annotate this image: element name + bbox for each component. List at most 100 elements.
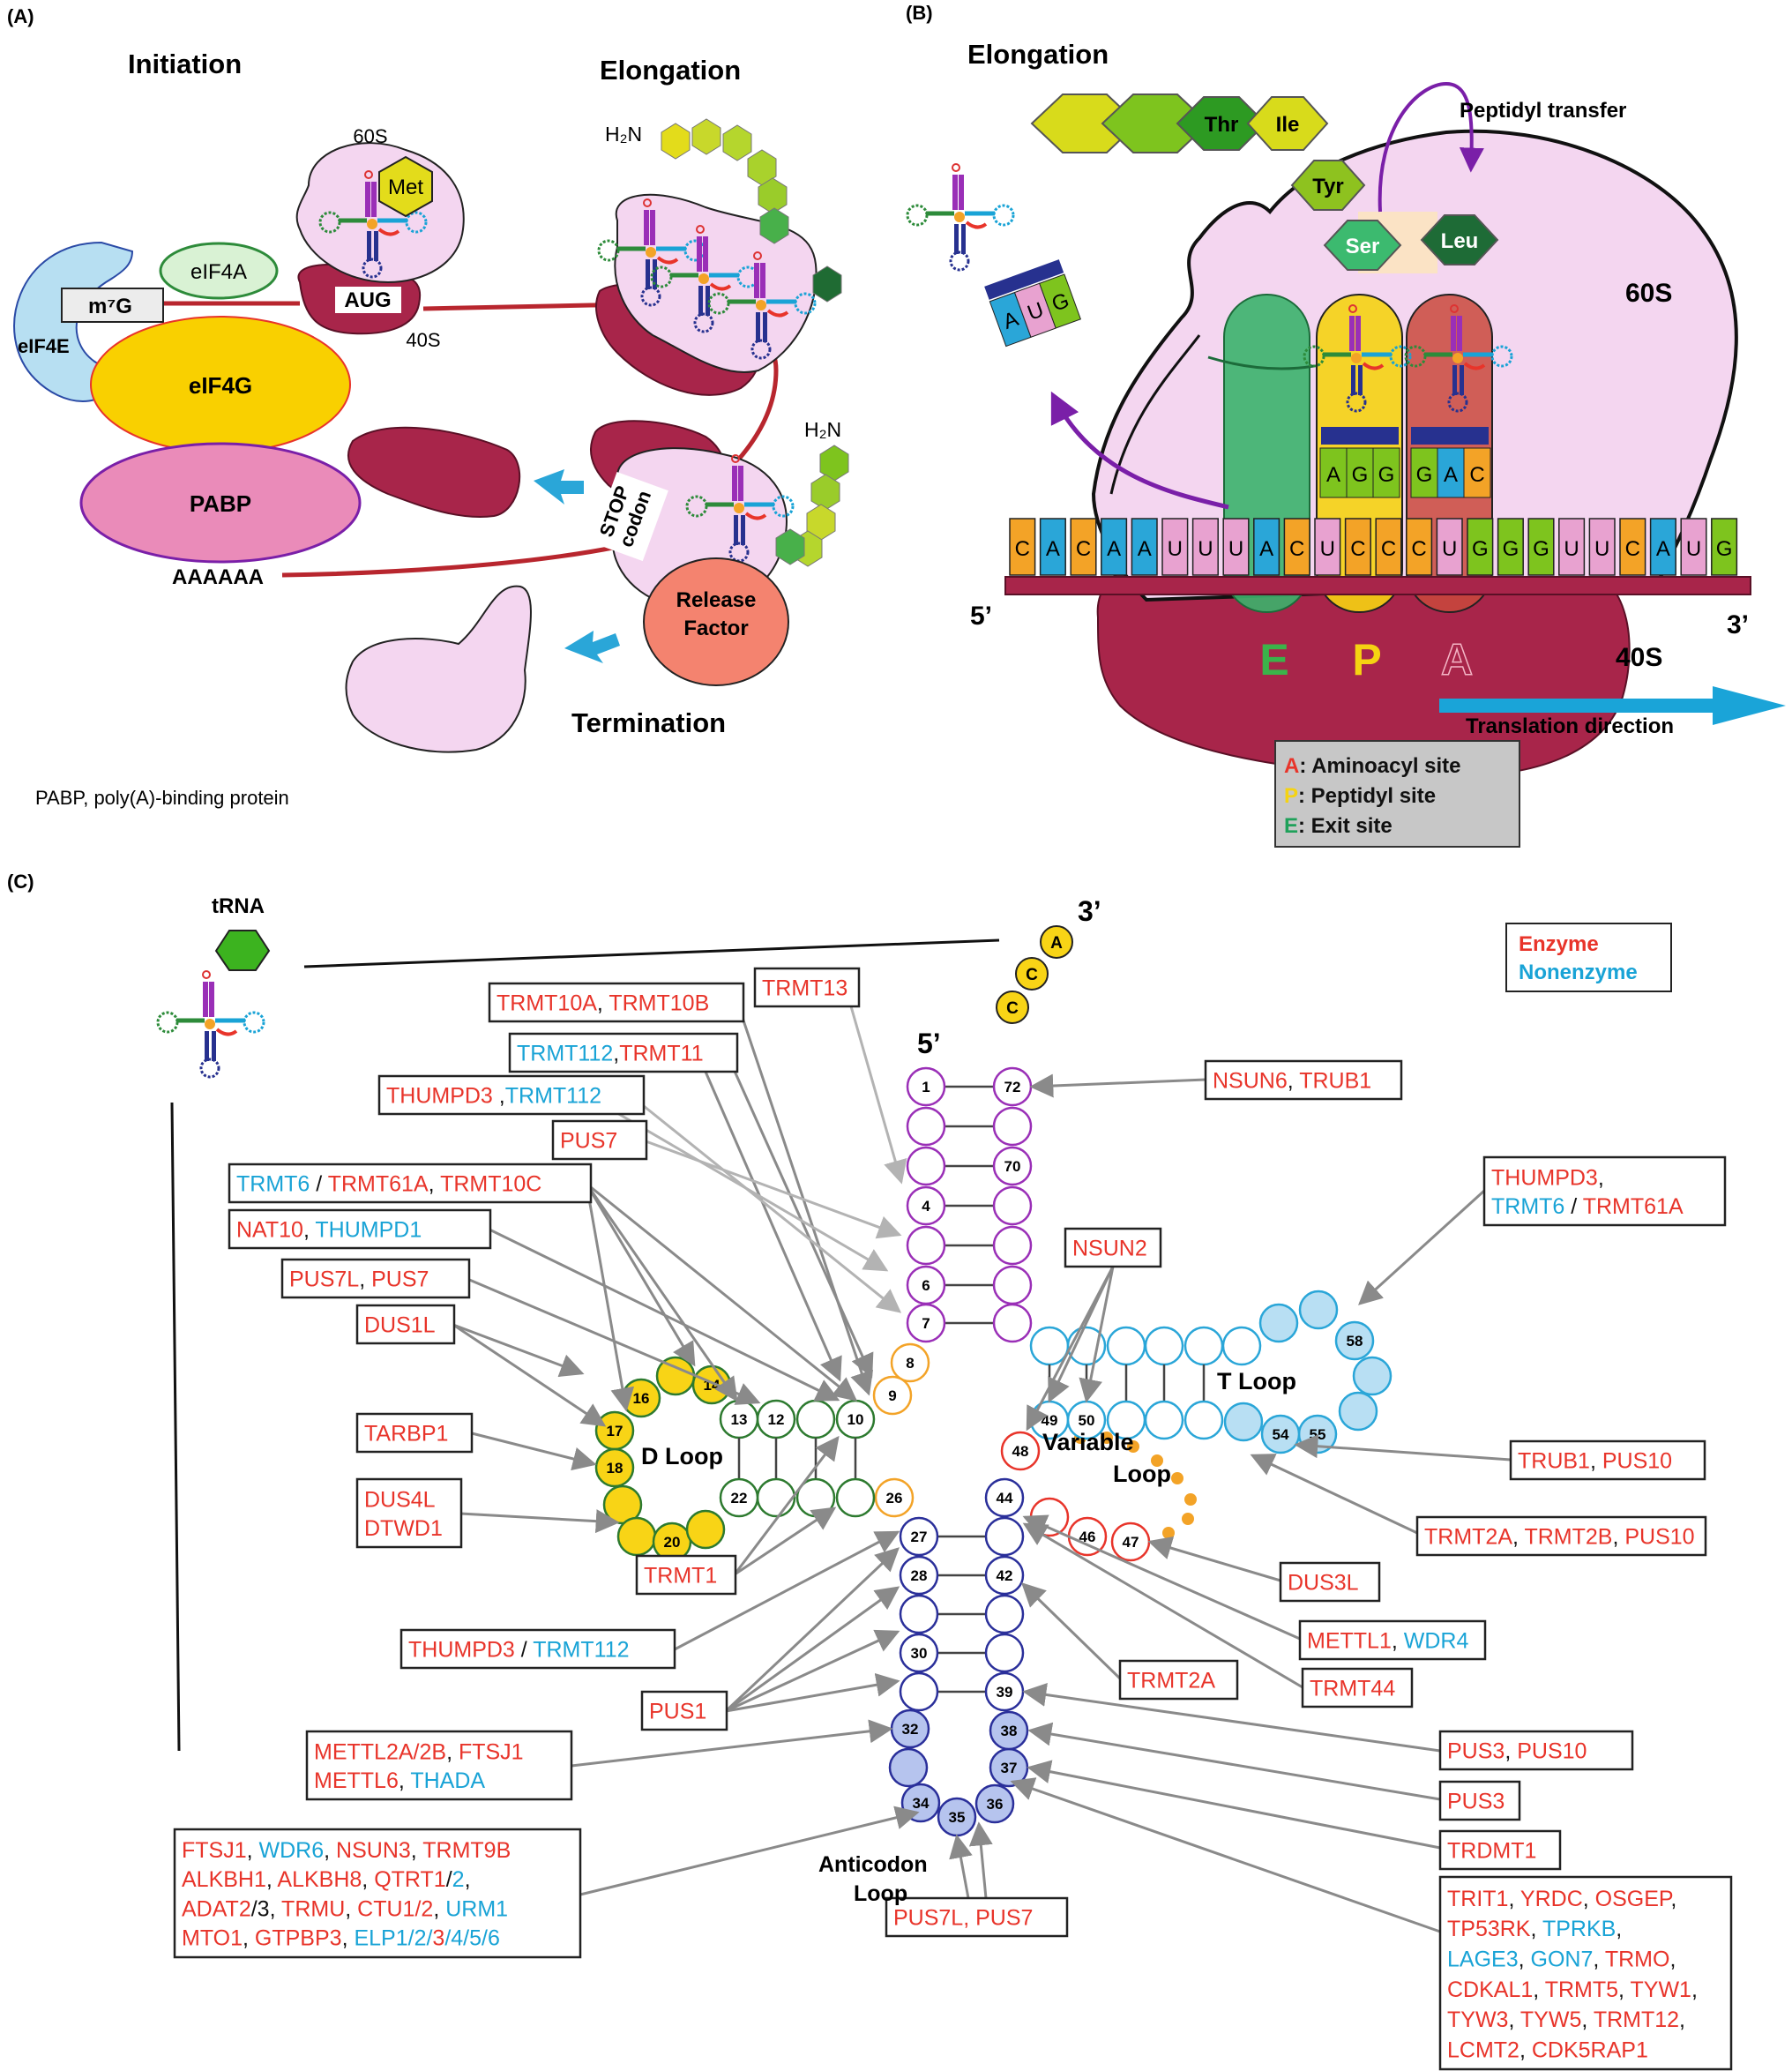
- mrna-base-letter: G: [1503, 537, 1519, 561]
- nucleotide-circle: [1298, 1290, 1339, 1330]
- modification-box-frame: [551, 1119, 648, 1161]
- modification-box-line: DUS1L: [364, 1313, 436, 1338]
- modification-arrow: [487, 1227, 840, 1402]
- modification-arrow: [949, 1834, 973, 1899]
- nucleotide-47: 47: [1110, 1521, 1151, 1562]
- site-p-letter: P: [1352, 635, 1381, 684]
- modification-name: ,: [1508, 1887, 1519, 1911]
- legend-enzyme: Enzyme: [1519, 932, 1599, 956]
- modification-name: LAGE3: [1447, 1947, 1519, 1971]
- variable-loop-dot: [1184, 1493, 1197, 1506]
- acceptor-stem-5-nt: [906, 1225, 946, 1266]
- modification-name: TRMT61A: [1583, 1194, 1684, 1219]
- modification-name: LCMT2: [1447, 2037, 1519, 2062]
- modification-arrow: [1048, 1266, 1115, 1403]
- nucleotide-circle: [984, 1633, 1025, 1673]
- translation-direction-arrow: [1439, 686, 1786, 725]
- mrna-base-letter: C: [1350, 537, 1365, 561]
- modification-box: TRMT6 / TRMT61A, TRMT10C: [228, 1163, 593, 1204]
- t-stem-nt: [1183, 1326, 1224, 1366]
- anticodon-loop-nt: 35: [937, 1797, 977, 1837]
- nucleotide-circle: [906, 1303, 946, 1343]
- termination-title: Termination: [571, 707, 726, 738]
- panel-a-label: (A): [7, 5, 34, 27]
- modification-name: TARBP1: [364, 1422, 448, 1447]
- modification-arrow: [1022, 1683, 1441, 1753]
- m7g-cap: [61, 288, 164, 323]
- mrna-base-rect: [1649, 518, 1676, 576]
- nucleotide-number: 18: [607, 1460, 623, 1477]
- modification-name: TRMT11: [619, 1042, 703, 1066]
- modification-name: ,: [465, 1867, 471, 1892]
- mrna-base-letter: A: [1656, 537, 1670, 561]
- modification-box-line: ALKBH1, ALKBH8, QTRT1/2,: [182, 1867, 471, 1892]
- modification-name: ,: [1508, 2007, 1519, 2032]
- modification-name: TRMT5: [1545, 1978, 1618, 2002]
- mrna-base: U: [1558, 518, 1586, 576]
- modification-name: TRMT2B: [1524, 1525, 1612, 1550]
- modification-name: ,: [597, 991, 609, 1016]
- modification-name: TRMT6: [1491, 1194, 1564, 1219]
- modification-arrow: [725, 1586, 900, 1713]
- nucleotide-number: 46: [1079, 1529, 1096, 1545]
- modification-name: PUS1: [649, 1700, 706, 1724]
- modification-name: ,: [324, 1838, 336, 1863]
- modification-box-line: DUS3L: [1288, 1571, 1359, 1596]
- t-stem-nt: 50: [1066, 1400, 1107, 1440]
- stop-codon-box: [591, 471, 668, 562]
- nucleotide-circle: [1183, 1326, 1224, 1366]
- mrna-base: G: [1467, 518, 1494, 576]
- mrna-base: G: [1527, 518, 1555, 576]
- modification-box-frame: [640, 1690, 728, 1731]
- eif4e-label: eIF4E: [18, 335, 70, 357]
- modification-name: ,: [1530, 1917, 1542, 1941]
- site-legend-key: A: [1284, 754, 1299, 778]
- mrna-base-letter: U: [1594, 537, 1609, 561]
- modification-name: TRMU: [281, 1896, 345, 1921]
- nucleotide-circle: [906, 1106, 946, 1147]
- modification-box-frame: [488, 982, 745, 1023]
- modification-name: TYW1: [1631, 1978, 1691, 2002]
- nucleotide-number: 10: [847, 1411, 864, 1428]
- modification-box-line: LCMT2, CDK5RAP1: [1447, 2037, 1648, 2062]
- modification-box-frame: [1279, 1561, 1381, 1603]
- modification-box-line: THUMPD3,: [1491, 1165, 1604, 1190]
- modification-box-line: TRMT2A: [1127, 1669, 1215, 1693]
- modification-box: PUS3, PUS10: [1438, 1730, 1634, 1771]
- nucleotide-number: 27: [911, 1529, 928, 1545]
- modification-box: TRMT44: [1301, 1667, 1414, 1708]
- modification-box: THUMPD3,TRMT6 / TRMT61A: [1482, 1155, 1727, 1227]
- nucleotide-circle: [992, 1106, 1033, 1147]
- modification-name: NSUN6: [1213, 1069, 1288, 1094]
- release-factor-line2: Factor: [683, 617, 748, 640]
- mrna-base: G: [1711, 518, 1738, 576]
- modification-name: PUS7: [560, 1129, 617, 1154]
- modification-name: THUMPD3: [1491, 1165, 1598, 1190]
- initiation-60s: [295, 142, 465, 284]
- mrna-base-rect: [1406, 518, 1433, 576]
- three-prime-c: 3’: [1078, 895, 1101, 927]
- modification-name: METTL6: [314, 1768, 399, 1793]
- mrna-base-letter: C: [1411, 537, 1426, 561]
- cca-circle: [996, 991, 1029, 1024]
- mrna-base: A: [1253, 518, 1281, 576]
- nucleotide-number: 44: [997, 1490, 1013, 1507]
- mrna-base-rect: [1131, 518, 1158, 576]
- svg-text:C: C: [1469, 463, 1484, 487]
- ser-label: Ser: [1346, 235, 1380, 258]
- nucleotide-number: 42: [997, 1567, 1013, 1584]
- modification-name: 3: [432, 1926, 444, 1951]
- modification-name: ,: [1392, 1629, 1404, 1654]
- modification-name: ,: [411, 1838, 422, 1863]
- p-anticodon: A G G: [1319, 447, 1400, 498]
- site-legend-text: : Peptidyl site: [1298, 784, 1436, 808]
- site-legend-entry: E: Exit site: [1284, 814, 1393, 838]
- modification-name: TRMT112: [533, 1638, 629, 1663]
- modification-name: TRMT9B: [422, 1838, 511, 1863]
- mrna-base-rect: [1009, 518, 1036, 576]
- modification-name: TRMT112: [517, 1042, 613, 1066]
- elongation-title-b: Elongation: [967, 39, 1109, 70]
- modification-name: YRDC: [1520, 1887, 1583, 1911]
- modification-name: METTL2A/2B: [314, 1739, 446, 1764]
- nucleotide-number: 34: [913, 1795, 930, 1812]
